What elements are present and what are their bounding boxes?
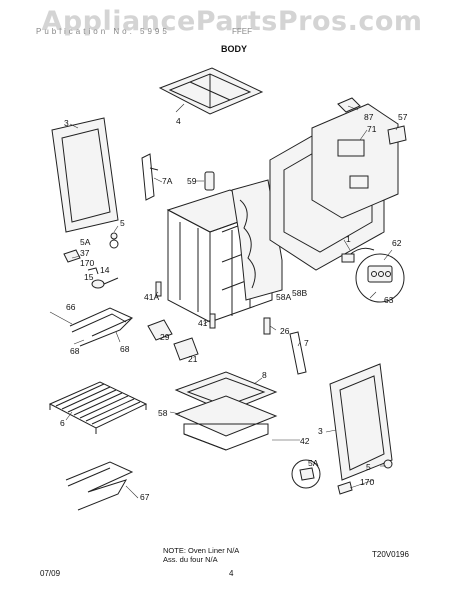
callout-label: 71	[367, 124, 377, 134]
leveler-59	[196, 171, 215, 191]
callout-label: 87	[364, 112, 374, 122]
storage-drawer	[174, 371, 278, 451]
clip-87	[337, 97, 361, 113]
callout-label: 3	[318, 426, 323, 436]
callout-label: 29	[160, 332, 170, 342]
callout-label: 14	[100, 265, 110, 275]
page-title: BODY	[221, 44, 248, 54]
callout-label: 5	[366, 462, 371, 472]
callout-label: 42	[300, 436, 310, 446]
callout-label: 15	[84, 272, 94, 282]
callout-label: 1	[346, 234, 351, 244]
model-code: FFEF	[232, 27, 252, 36]
callout-label: 67	[140, 492, 150, 502]
callout-label: 63	[384, 295, 394, 305]
callout-label: 170	[80, 258, 94, 268]
watermark: AppliancePartsPros.com	[41, 6, 423, 37]
bake-element	[69, 307, 134, 347]
leader-lines	[49, 103, 399, 499]
callout-label: 58A	[276, 292, 291, 302]
terminal-block-detail	[355, 253, 405, 303]
callout-label: 8	[262, 370, 267, 380]
hinge-receivers	[147, 319, 199, 361]
revision-date: 07/09	[40, 569, 61, 578]
callout-label: 66	[66, 302, 76, 312]
callout-label: 7A	[162, 176, 173, 186]
callout-label: 7	[304, 338, 309, 348]
back-cover	[311, 103, 399, 219]
callout-label: 5A	[80, 237, 91, 247]
callout-label: 68	[70, 346, 80, 356]
left-side-panel	[51, 117, 119, 233]
callout-label: 59	[187, 176, 197, 186]
left-components	[63, 232, 119, 289]
wire-harness	[341, 247, 375, 263]
callout-label: 5	[120, 218, 125, 228]
callout-label: 41	[198, 318, 208, 328]
brackets-41	[155, 281, 216, 329]
note-line-french: Ass. du four N/A	[163, 555, 218, 564]
right-side-panel	[329, 363, 393, 481]
oven-liner-note: NOTE: Oven Liner N/A Ass. du four N/A	[163, 546, 239, 564]
callout-labels: 3 4 87 71 57 59 7A 5 5A 37 170 14 15 1 6…	[60, 112, 408, 502]
callout-label: 5A	[308, 458, 319, 468]
callout-label: 170	[360, 477, 374, 487]
publication-number: Publication No. 5995	[36, 27, 170, 36]
callout-label: 62	[392, 238, 402, 248]
right-bottom-components	[291, 459, 393, 495]
callout-label: 26	[280, 326, 290, 336]
drawing-code: T20V0196	[372, 550, 409, 559]
broil-element	[65, 461, 134, 511]
top-panel	[158, 67, 264, 115]
bracket-7a	[141, 153, 159, 201]
page-number: 4	[229, 569, 234, 578]
callout-label: 41A	[144, 292, 159, 302]
callout-label: 6	[60, 418, 65, 428]
callout-label: 21	[188, 354, 198, 364]
callout-label: 37	[80, 248, 90, 258]
callout-label: 3	[64, 118, 69, 128]
note-line-english: NOTE: Oven Liner N/A	[163, 546, 240, 555]
label-plate-57	[387, 125, 407, 145]
callout-label: 68	[120, 344, 130, 354]
callout-label: 4	[176, 116, 181, 126]
callout-label: 57	[398, 112, 408, 122]
callout-label: 58B	[292, 288, 307, 298]
callout-label: 58	[158, 408, 168, 418]
oven-rack	[48, 381, 148, 434]
